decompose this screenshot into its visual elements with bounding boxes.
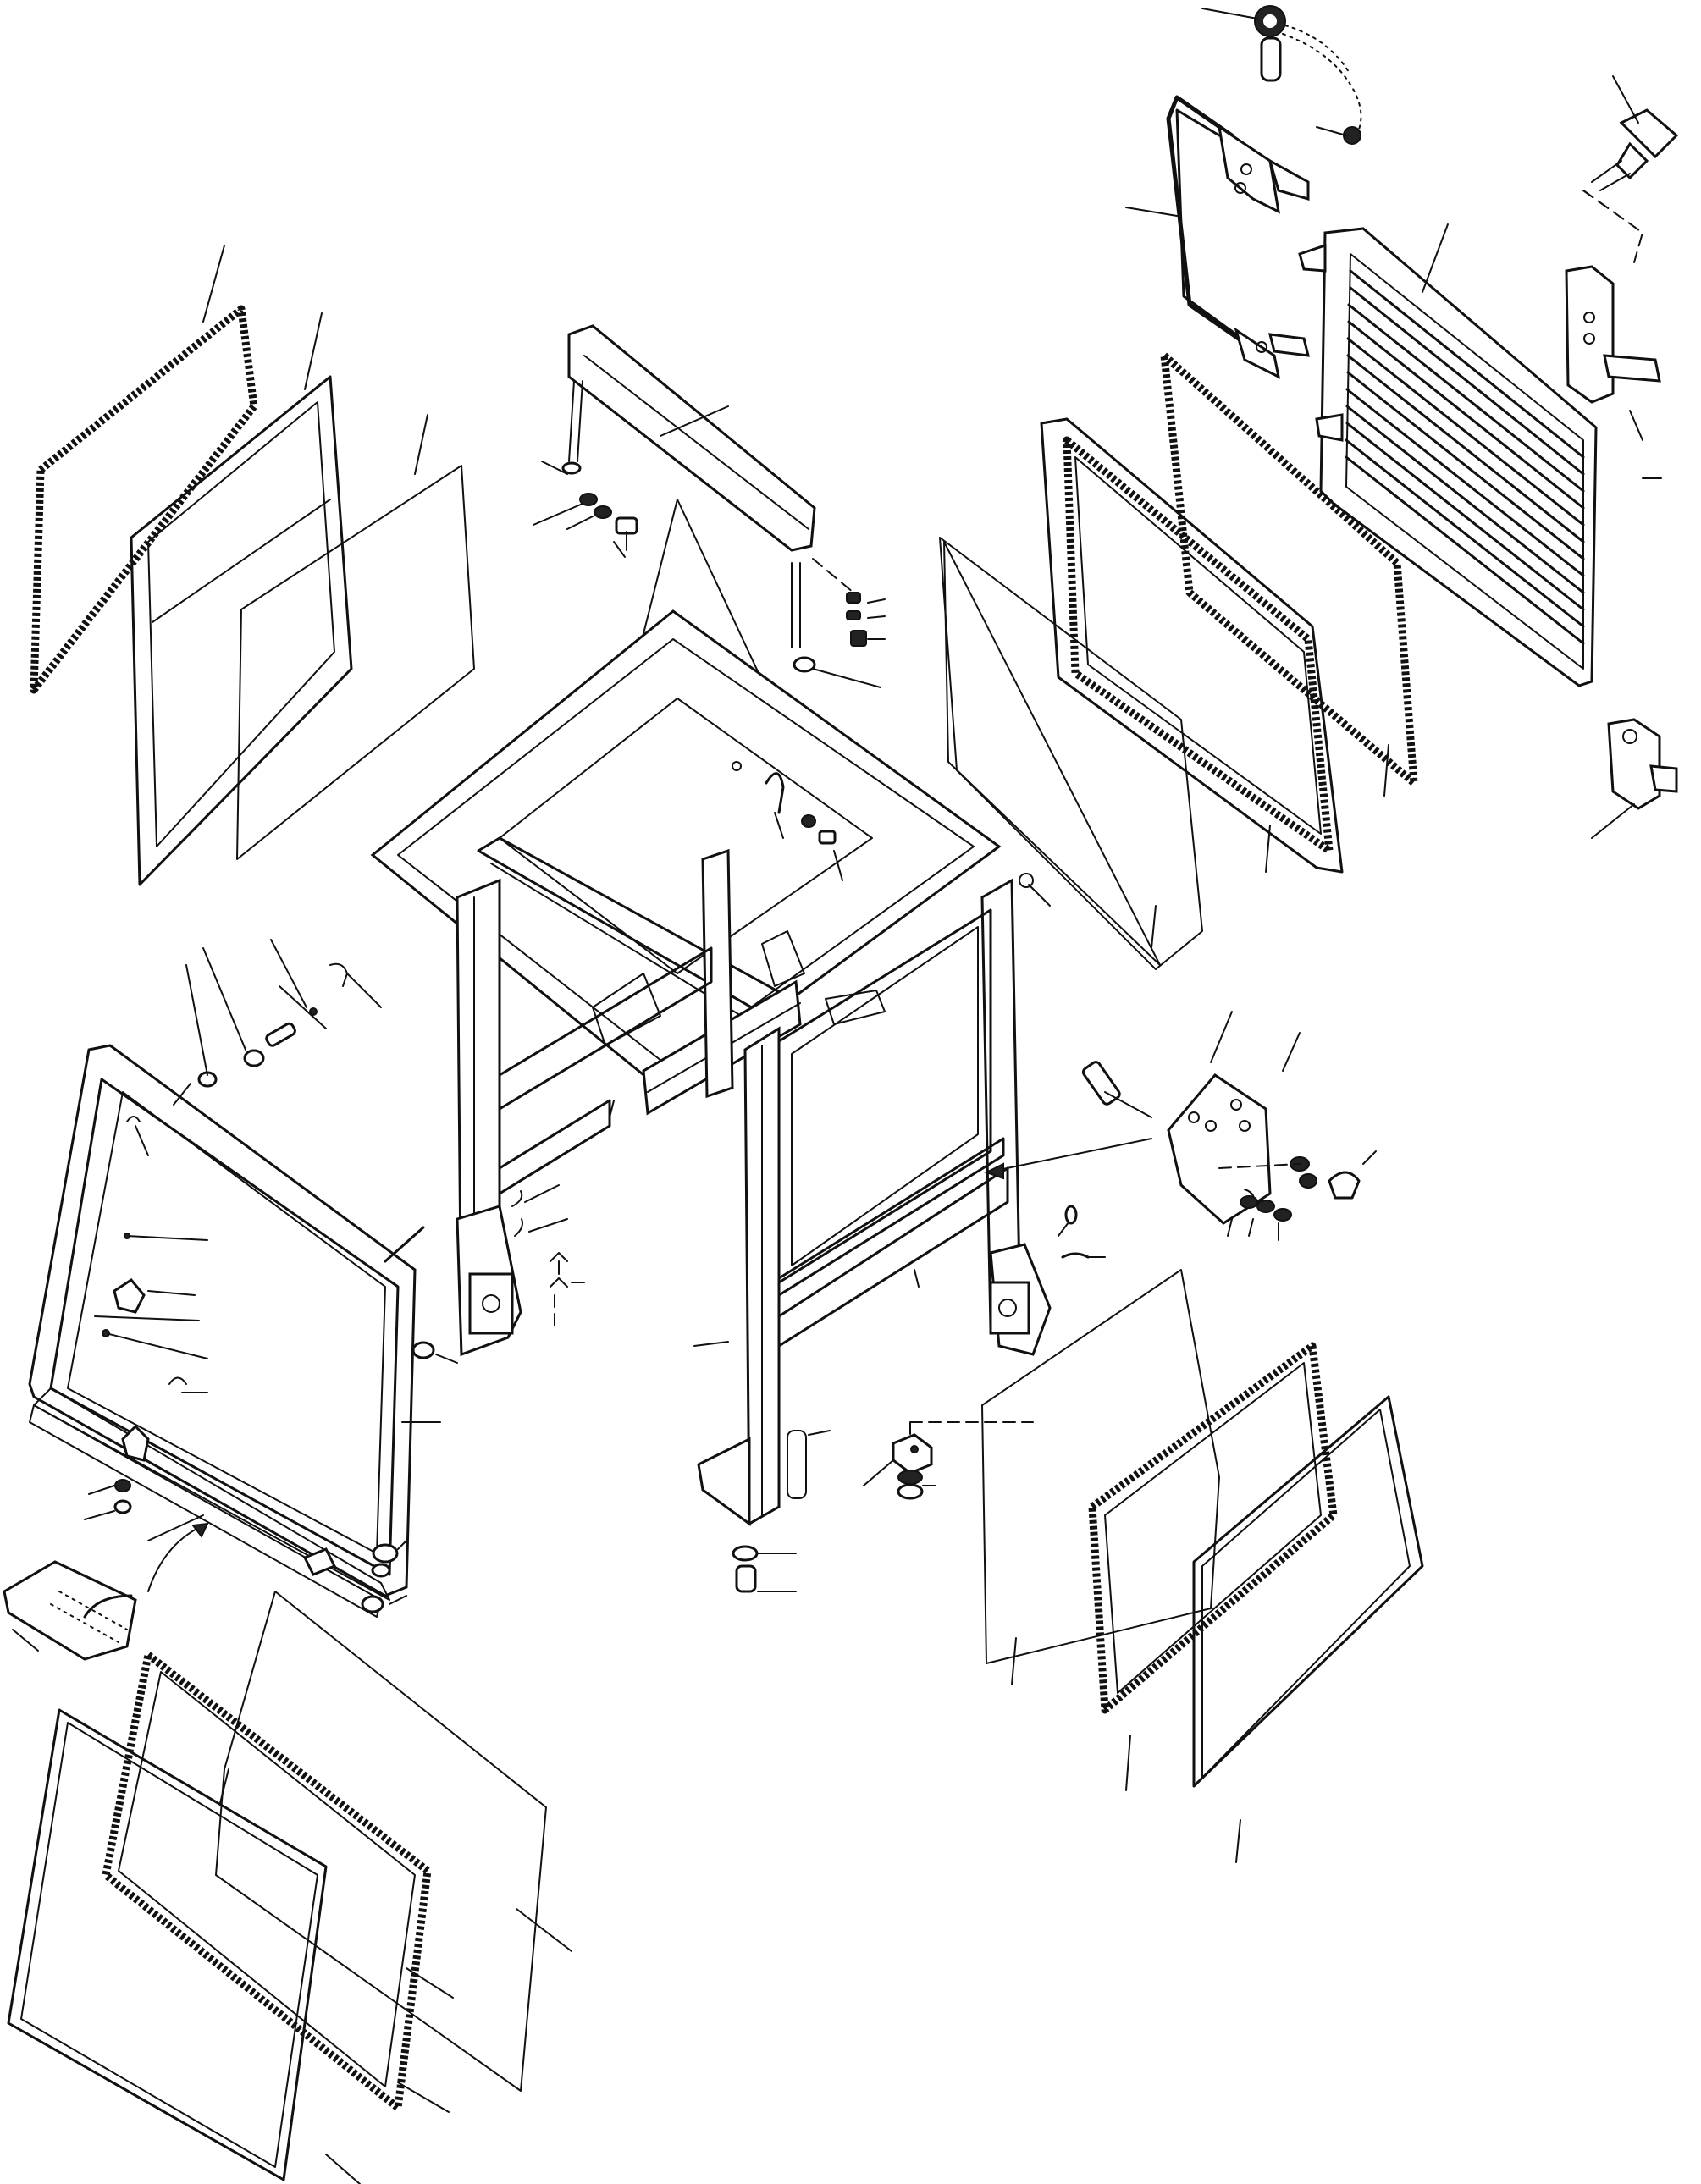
main-cab-frame <box>370 609 1052 1593</box>
top-right-grille-assembly <box>1125 5 1679 839</box>
right-window-inner-seal <box>1160 351 1418 787</box>
louver-grille-icon <box>1298 223 1598 687</box>
right-hinge-plate <box>1565 265 1662 479</box>
left-door-assembly <box>28 939 458 1618</box>
right-window-assembly <box>939 351 1418 970</box>
top-left-glass-pane <box>236 465 475 860</box>
bottom-left-window-frame <box>7 1708 328 2181</box>
bottom-left-window-assembly <box>7 1591 572 2184</box>
left-post-hardware <box>511 1184 585 1330</box>
side-hinge-hardware <box>984 1011 1377 1259</box>
bottom-right-window-assembly <box>863 1269 1424 1863</box>
top-left-window-assembly <box>30 245 475 886</box>
right-glass-pane <box>939 537 1203 970</box>
top-left-window-frame <box>130 375 353 886</box>
handle-bracket <box>1125 95 1310 379</box>
bottom-left-glass-pane <box>215 1591 547 2092</box>
top-left-window-seal <box>30 305 258 694</box>
rubber-weather-strip <box>3 1560 137 1661</box>
bottom-right-window-seal <box>1088 1342 1338 1714</box>
pin-with-chain-icon <box>1201 5 1362 145</box>
right-window-frame <box>1040 417 1344 874</box>
frame-top-bracket <box>732 761 843 881</box>
bolt-icon <box>1582 75 1679 263</box>
bottom-right-window-frame <box>1192 1395 1424 1788</box>
bottom-left-window-seal <box>102 1651 432 2112</box>
left-door-frame <box>28 1044 417 1618</box>
lower-right-bracket <box>1591 718 1678 839</box>
frame-top-ring <box>370 609 1002 1094</box>
